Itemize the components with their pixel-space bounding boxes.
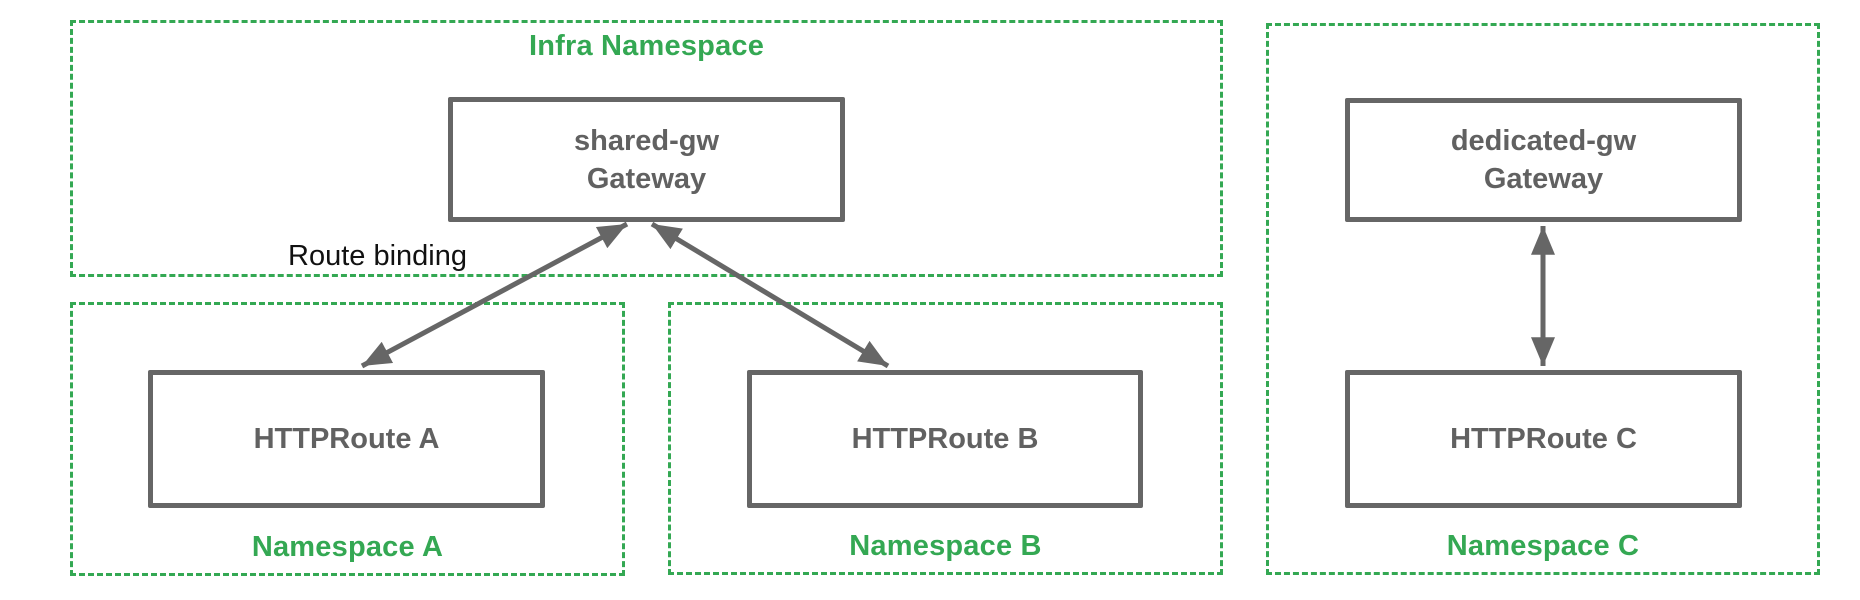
httproute-b-node: HTTPRoute B: [747, 370, 1143, 508]
shared-gw-kind: Gateway: [586, 162, 707, 195]
route-binding-annotation: Route binding: [288, 240, 467, 272]
infra-namespace-box: Infra Namespace: [70, 20, 1223, 277]
namespace-c-box: Namespace C: [1266, 23, 1820, 575]
dedicated-gw-gateway-node: dedicated-gw Gateway: [1345, 98, 1742, 222]
dedicated-gw-kind: Gateway: [1483, 163, 1604, 195]
shared-gw-name: shared-gw: [573, 124, 720, 157]
httproute-a-label: HTTPRoute A: [253, 423, 440, 455]
shared-gw-gateway-node: shared-gw Gateway: [448, 97, 845, 222]
namespace-c-label: Namespace C: [1446, 530, 1640, 562]
httproute-b-label: HTTPRoute B: [851, 423, 1039, 455]
namespace-a-label: Namespace A: [251, 531, 444, 563]
namespace-a-box: Namespace A: [70, 302, 625, 576]
httproute-c-node: HTTPRoute C: [1345, 370, 1742, 508]
httproute-c-label: HTTPRoute C: [1450, 423, 1637, 455]
infra-namespace-label: Infra Namespace: [528, 30, 765, 62]
httproute-a-node: HTTPRoute A: [148, 370, 545, 508]
dedicated-gw-name: dedicated-gw: [1450, 125, 1637, 157]
namespace-b-box: Namespace B: [668, 302, 1223, 575]
namespace-b-label: Namespace B: [849, 530, 1042, 562]
